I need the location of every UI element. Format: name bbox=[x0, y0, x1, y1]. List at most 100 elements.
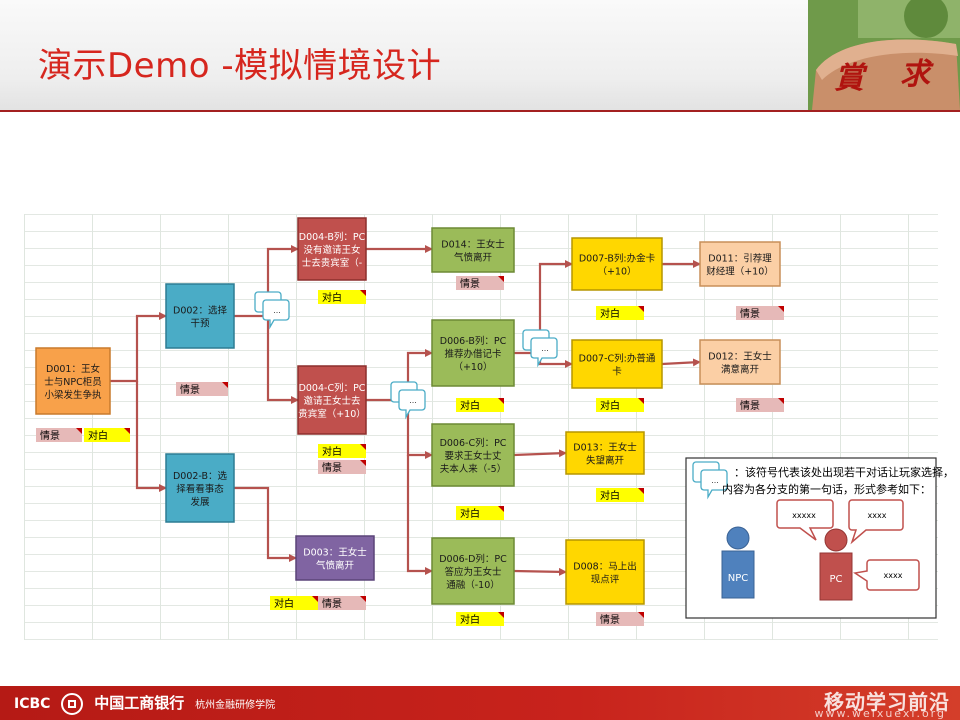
scenario-box-text: 贵宾室（+10） bbox=[298, 408, 366, 420]
tag-label: 对白 bbox=[600, 307, 620, 320]
dialogue-tag: 对白 bbox=[596, 306, 644, 320]
icbc-text-logo: ICBC bbox=[14, 696, 51, 712]
scenario-box-text: D006-B列：PC bbox=[440, 335, 507, 347]
comment-corner-marker bbox=[360, 444, 366, 450]
tag-shape bbox=[176, 382, 228, 396]
scene-tag: 情景 bbox=[596, 612, 644, 626]
comment-corner-marker bbox=[360, 290, 366, 296]
scenario-box-text: 答应为王女士 bbox=[444, 566, 502, 578]
footer-brand: ICBC 中国工商银行 杭州金融研修学院 bbox=[14, 692, 275, 715]
scenario-box-text: D001：王女 bbox=[46, 363, 100, 375]
legend-speech-bubble-1: xxxxx bbox=[776, 499, 834, 541]
npc-figure: NPC bbox=[721, 526, 755, 599]
tag-label: 情景 bbox=[40, 429, 60, 442]
scenario-box: D007-B列:办金卡（+10） bbox=[571, 237, 663, 291]
tag-shape bbox=[596, 612, 644, 626]
scenario-box-shape bbox=[699, 241, 781, 287]
scenario-box-shape bbox=[565, 431, 645, 475]
tag-label: 情景 bbox=[740, 307, 760, 320]
tag-shape bbox=[736, 306, 784, 320]
legend-description-line-2: 内容为各分支的第一句话，形式参考如下： bbox=[722, 482, 931, 496]
comment-corner-marker bbox=[638, 306, 644, 312]
tag-shape bbox=[84, 428, 130, 442]
header-divider bbox=[0, 110, 960, 112]
page-title: 演示Demo -模拟情境设计 bbox=[38, 46, 442, 86]
comment-corner-marker bbox=[778, 306, 784, 312]
choice-bubble-icon: ... bbox=[692, 461, 728, 500]
scenario-box-shape bbox=[165, 453, 235, 523]
scenario-box-text: D012：王女士 bbox=[708, 351, 772, 363]
scenario-box-text: 士与NPC柜员 bbox=[44, 376, 101, 388]
tag-label: 对白 bbox=[460, 613, 480, 626]
tag-shape bbox=[736, 398, 784, 412]
legend-speech-bubble-2: xxxx bbox=[848, 499, 904, 545]
comment-corner-marker bbox=[124, 428, 130, 434]
scenario-box-text: 卡 bbox=[612, 366, 622, 378]
connector-arrow bbox=[513, 449, 567, 458]
connector-lines bbox=[110, 245, 701, 576]
scenario-boxes: D001：王女士与NPC柜员小梁发生争执D002：选择干预D002-B：选择看看… bbox=[35, 217, 781, 605]
scenario-box-text: 要求王女士丈 bbox=[444, 450, 502, 462]
watermark-name: 移动学习前沿 bbox=[824, 690, 950, 714]
scenario-box-text: 气愤离开 bbox=[454, 252, 493, 264]
scenario-box-text: 现点评 bbox=[591, 575, 620, 586]
dialogue-tag: 对白 bbox=[456, 506, 504, 520]
tag-label: 对白 bbox=[600, 399, 620, 412]
bubble-ellipsis: ... bbox=[409, 396, 417, 405]
dialogue-tag: 对白 bbox=[596, 398, 644, 412]
tag-label: 对白 bbox=[322, 445, 342, 458]
choice-bubble-icon: ... bbox=[390, 381, 426, 420]
comment-corner-marker bbox=[638, 612, 644, 618]
connector-arrow bbox=[514, 260, 573, 355]
comment-corner-marker bbox=[498, 506, 504, 512]
scene-tag: 情景 bbox=[736, 306, 784, 320]
scenario-box-shape bbox=[431, 537, 515, 605]
tag-shape bbox=[456, 506, 504, 520]
tag-shape bbox=[318, 596, 366, 610]
scenario-box-text: D008：马上出 bbox=[573, 561, 636, 573]
scene-tag: 情景 bbox=[318, 596, 366, 610]
scenario-box-shape bbox=[165, 283, 235, 349]
comment-corner-marker bbox=[638, 398, 644, 404]
connector-arrow bbox=[366, 349, 433, 402]
choice-bubble-icon: ... bbox=[522, 329, 558, 368]
seal-stone-logo: 賞 求 bbox=[808, 0, 960, 110]
legend-panel: ... ：该符号代表该处出现若干对话让玩家选择， 内容为各分支的第一句话，形式参… bbox=[685, 457, 954, 619]
connector-arrow bbox=[406, 455, 433, 575]
tag-label: 情景 bbox=[460, 277, 480, 290]
legend-description-line-1: ：该符号代表该处出现若干对话让玩家选择， bbox=[734, 465, 954, 479]
tag-shape bbox=[456, 398, 504, 412]
dialogue-tag: 对白 bbox=[456, 612, 504, 626]
choice-bubbles: ......... bbox=[254, 291, 558, 420]
comment-corner-marker bbox=[360, 460, 366, 466]
connector-arrow bbox=[234, 245, 299, 318]
tag-shape bbox=[318, 290, 366, 304]
scenario-box-text: 夫本人来（-5） bbox=[440, 463, 506, 475]
bubble-ellipsis: ... bbox=[541, 344, 549, 353]
comment-corner-marker bbox=[498, 398, 504, 404]
scenario-box-shape bbox=[431, 227, 515, 273]
tag-label: 情景 bbox=[600, 613, 620, 626]
scenario-box-text: 财经理（+10） bbox=[706, 266, 774, 278]
scenario-box-text: D007-B列:办金卡 bbox=[579, 253, 656, 265]
connector-arrow bbox=[661, 358, 701, 367]
scenario-box-text: D003：王女士 bbox=[303, 547, 367, 559]
connector-arrow bbox=[234, 486, 297, 562]
tag-label: 情景 bbox=[180, 383, 200, 396]
scenario-box-text: 气愤离开 bbox=[316, 560, 355, 572]
scenario-box-shape bbox=[571, 339, 663, 389]
comment-corner-marker bbox=[222, 382, 228, 388]
connector-arrow bbox=[266, 316, 299, 404]
tag-shape bbox=[270, 596, 318, 610]
scenario-box-shape bbox=[35, 347, 111, 415]
legend-bubble-text-3: xxxx bbox=[884, 571, 903, 580]
